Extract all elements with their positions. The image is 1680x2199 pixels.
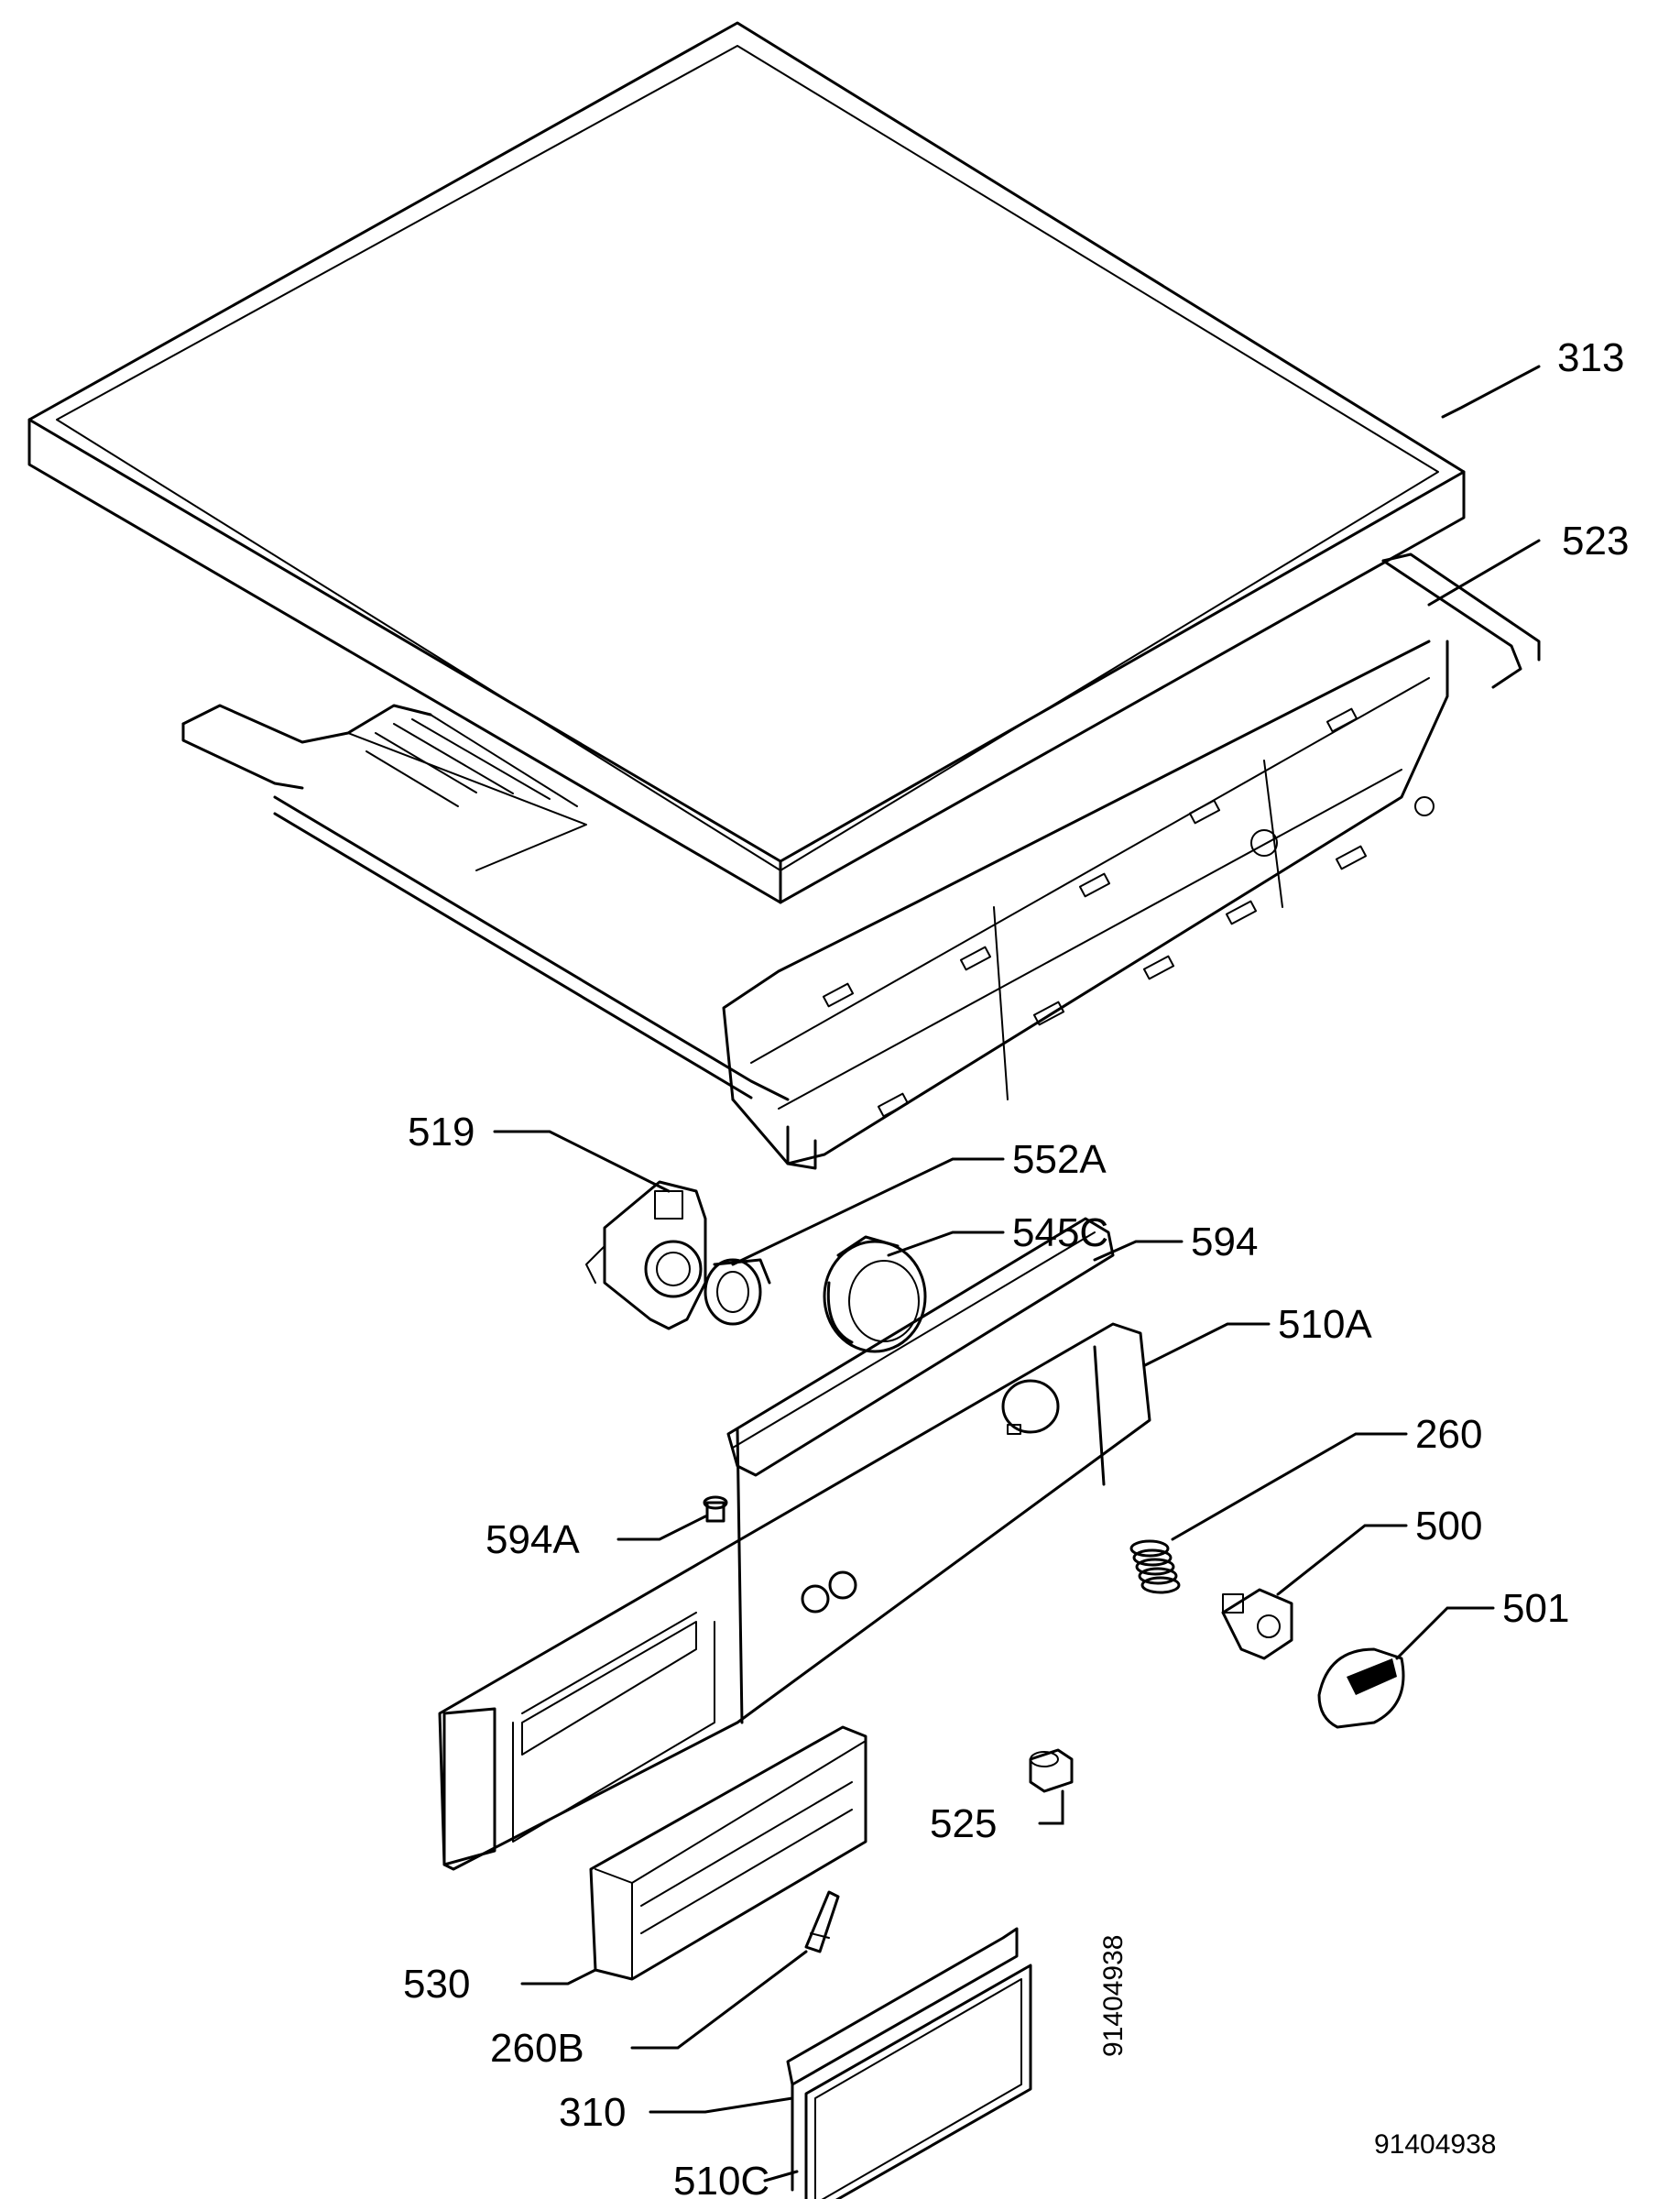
ring-552A — [704, 1258, 771, 1326]
knob-501 — [1317, 1647, 1405, 1729]
label-545C: 545C — [1012, 1210, 1108, 1255]
label-552A: 552A — [1012, 1137, 1107, 1182]
front-plate-510C — [804, 1964, 1032, 2199]
knob-holder-519 — [585, 1180, 707, 1330]
label-500: 500 — [1415, 1504, 1482, 1548]
label-313: 313 — [1557, 335, 1624, 380]
knob-545C — [823, 1235, 927, 1353]
part-labels: 313 523 519 552A 545C 594 510A 260 594A … — [403, 335, 1629, 2199]
label-260B: 260B — [490, 2026, 584, 2071]
label-510C: 510C — [673, 2159, 769, 2199]
label-510A: 510A — [1278, 1302, 1372, 1347]
label-594: 594 — [1191, 1220, 1258, 1264]
label-525: 525 — [930, 1801, 997, 1846]
label-530: 530 — [403, 1962, 470, 2007]
label-519: 519 — [408, 1110, 475, 1154]
window-310 — [786, 1927, 1019, 2192]
frame-523 — [181, 552, 1541, 1170]
leader-lines — [493, 365, 1541, 2183]
button-525 — [1029, 1748, 1074, 1793]
label-260: 260 — [1415, 1412, 1482, 1457]
spring-260B — [804, 1890, 840, 1953]
switch-500 — [1221, 1588, 1293, 1660]
control-panel-510A — [438, 1322, 1151, 1871]
spring-260 — [1129, 1539, 1181, 1594]
drawing-code-vertical: 91404938 — [1098, 1935, 1129, 2057]
screw-594A — [703, 1495, 728, 1523]
label-594A: 594A — [485, 1517, 580, 1562]
label-523: 523 — [1562, 519, 1629, 563]
label-501: 501 — [1502, 1586, 1569, 1631]
top-cover-313 — [27, 21, 1466, 904]
label-310: 310 — [559, 2090, 626, 2135]
drawing-code: 91404938 — [1374, 2129, 1496, 2160]
